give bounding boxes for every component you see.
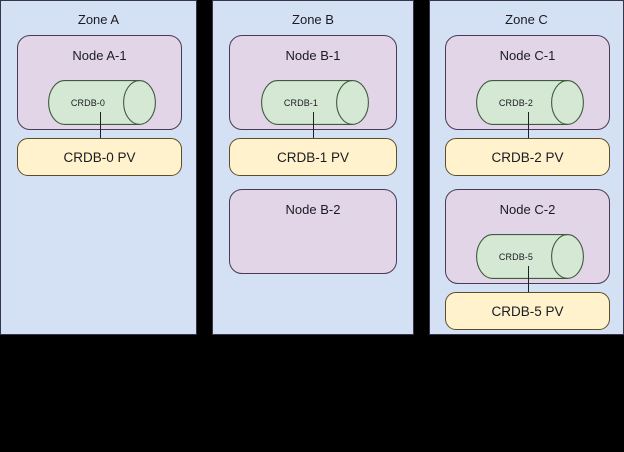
node-c-2[interactable]: Node C-2 CRDB-5 [445, 189, 610, 284]
node-b-2-title: Node B-2 [285, 202, 341, 217]
zone-c-title: Zone C [505, 12, 548, 27]
volume-crdb-1-pv-label: CRDB-1 PV [276, 149, 349, 165]
volume-crdb-1-pv[interactable]: CRDB-1 PV [229, 138, 397, 176]
volume-crdb-0-pv-label: CRDB-0 PV [63, 149, 136, 165]
volume-crdb-2-pv-label: CRDB-2 PV [491, 149, 564, 165]
zone-b[interactable]: Zone B Node B-1 CRDB-1 CRDB-1 PV Node B-… [212, 0, 414, 335]
volume-crdb-0-pv[interactable]: CRDB-0 PV [17, 138, 182, 176]
connector-node-a-1-to-crdb-0-pv [100, 112, 101, 138]
zone-c[interactable]: Zone C Node C-1 CRDB-2 CRDB-2 PV Node C-… [429, 0, 624, 335]
database-crdb-2[interactable]: CRDB-2 [476, 80, 584, 125]
database-cylinder-icon [476, 234, 584, 279]
database-crdb-5[interactable]: CRDB-5 [476, 234, 584, 279]
database-crdb-1[interactable]: CRDB-1 [261, 80, 369, 125]
connector-node-c-2-to-crdb-5-pv [528, 266, 529, 292]
volume-crdb-2-pv[interactable]: CRDB-2 PV [445, 138, 610, 176]
database-cylinder-icon [48, 80, 156, 125]
node-b-2[interactable]: Node B-2 [229, 189, 397, 274]
node-a-1[interactable]: Node A-1 CRDB-0 [17, 35, 182, 130]
zone-a[interactable]: Zone A Node A-1 CRDB-0 CRDB-0 PV [0, 0, 197, 335]
database-cylinder-icon [261, 80, 369, 125]
connector-node-b-1-to-crdb-1-pv [313, 112, 314, 138]
connector-node-c-1-to-crdb-2-pv [528, 112, 529, 138]
node-c-2-title: Node C-2 [499, 202, 556, 217]
volume-crdb-5-pv-label: CRDB-5 PV [491, 303, 564, 319]
zone-b-title: Zone B [292, 12, 334, 27]
database-crdb-0[interactable]: CRDB-0 [48, 80, 156, 125]
node-c-1[interactable]: Node C-1 CRDB-2 [445, 35, 610, 130]
node-a-1-title: Node A-1 [72, 48, 127, 63]
node-b-1-title: Node B-1 [285, 48, 341, 63]
zone-a-title: Zone A [77, 12, 120, 27]
database-cylinder-icon [476, 80, 584, 125]
node-c-1-title: Node C-1 [499, 48, 556, 63]
volume-crdb-5-pv[interactable]: CRDB-5 PV [445, 292, 610, 330]
